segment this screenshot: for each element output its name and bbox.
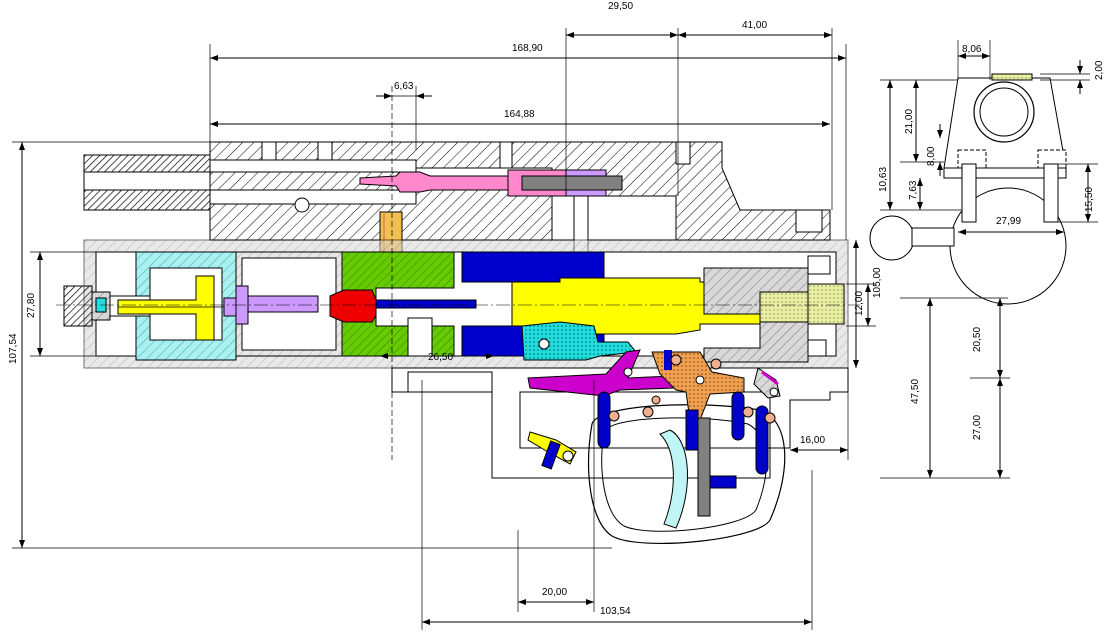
dim-8-00: 8,00 bbox=[926, 146, 937, 166]
dim-2-00: 2,00 bbox=[1094, 60, 1105, 80]
dim-20-00: 20,00 bbox=[542, 587, 567, 598]
cyan-sear bbox=[521, 321, 637, 361]
dim-27-99: 27,99 bbox=[996, 216, 1021, 227]
dim-8-06: 8,06 bbox=[962, 44, 982, 55]
dim-41-00: 41,00 bbox=[742, 20, 767, 31]
cylinder bbox=[223, 251, 343, 357]
dim-27-80: 27,80 bbox=[26, 293, 37, 318]
end-view-dimensions bbox=[880, 40, 1098, 479]
dim-16-00: 16,00 bbox=[800, 435, 825, 446]
dim-10-63: 10,63 bbox=[878, 167, 889, 192]
dim-12-00: 12,00 bbox=[854, 291, 865, 316]
front-block bbox=[703, 255, 845, 363]
dim-20-50: 20,50 bbox=[972, 327, 983, 352]
barrel bbox=[83, 154, 211, 211]
safety-lever bbox=[753, 367, 781, 399]
grey-rod bbox=[697, 417, 711, 517]
dim-105-00: 105,00 bbox=[872, 267, 883, 298]
dimension-labels: 29,50 41,00 168,90 6,63 164,88 107,54 27… bbox=[8, 1, 1105, 617]
dim-168-90: 168,90 bbox=[512, 43, 543, 54]
red-valve bbox=[329, 289, 477, 323]
dim-103-54: 103,54 bbox=[600, 606, 631, 617]
dim-107-54: 107,54 bbox=[8, 333, 19, 364]
dim-47-50: 47,50 bbox=[910, 379, 921, 404]
dim-26-50: 26,50 bbox=[428, 352, 453, 363]
trigger-blade bbox=[659, 429, 688, 529]
dim-27-00: 27,00 bbox=[972, 415, 983, 440]
pink-pin bbox=[359, 169, 623, 197]
rear-cap bbox=[63, 285, 111, 327]
yellow-piston bbox=[117, 275, 236, 341]
dim-15-50: 15,50 bbox=[1084, 187, 1095, 212]
dim-6-63: 6,63 bbox=[394, 81, 414, 92]
dim-21-00: 21,00 bbox=[904, 109, 915, 134]
trigger-guard bbox=[588, 404, 786, 544]
dim-164-88: 164,88 bbox=[504, 109, 535, 120]
orange-trigger-lever bbox=[651, 350, 745, 421]
yellow-latch bbox=[527, 431, 577, 470]
end-view bbox=[869, 73, 1067, 305]
dimension-lines bbox=[12, 28, 876, 630]
dim-29-50: 29,50 bbox=[608, 1, 633, 12]
dim-7-63: 7,63 bbox=[908, 180, 919, 200]
